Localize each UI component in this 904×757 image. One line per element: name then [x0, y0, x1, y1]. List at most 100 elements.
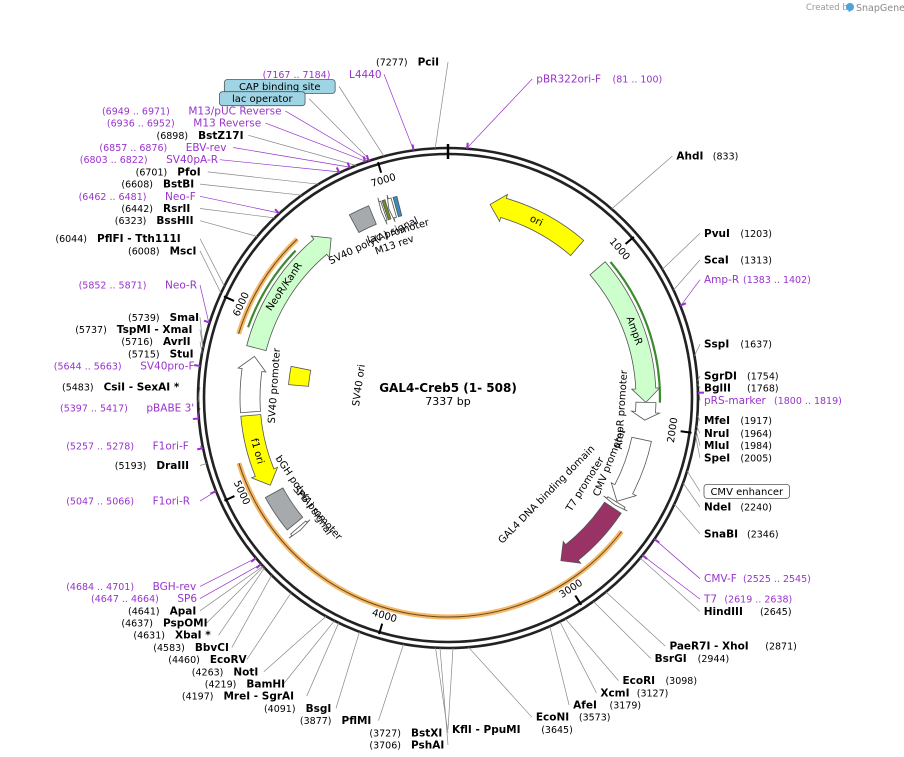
- site-bbvci[interactable]: BbvCI(4583): [153, 642, 229, 654]
- site-rsrii[interactable]: RsrII(6442): [121, 203, 190, 215]
- site-leader: [682, 482, 701, 508]
- site-pvui[interactable]: PvuI(1203): [704, 228, 772, 240]
- site-sp6[interactable]: SP6(4647 .. 4664): [91, 593, 197, 605]
- site-name: T7: [703, 594, 717, 606]
- site-neo-r[interactable]: Neo-R(5852 .. 5871): [79, 280, 197, 292]
- site-bstz17i[interactable]: BstZ17I(6898): [157, 130, 244, 142]
- site-snabi[interactable]: SnaBI(2346): [704, 528, 779, 540]
- site-ndei[interactable]: NdeI(2240): [704, 501, 772, 513]
- site-neo-f[interactable]: Neo-F(6462 .. 6481): [79, 191, 196, 203]
- primer-marker: [210, 490, 217, 495]
- feature-bgh-poly-a-signal[interactable]: [264, 487, 304, 531]
- site-leader: [338, 86, 385, 157]
- feature-gal4-dna-binding-domain[interactable]: [560, 501, 622, 564]
- site-xcmi[interactable]: XcmI(3127): [600, 687, 668, 699]
- feature-t7-promoter[interactable]: [603, 495, 628, 512]
- site-bsrgi[interactable]: BsrGI(2944): [655, 653, 730, 665]
- site-bstxi[interactable]: BstXI(3727): [369, 727, 442, 739]
- site-msci[interactable]: MscI(6008): [128, 245, 196, 257]
- feature-ampr-promoter[interactable]: [630, 401, 662, 421]
- site-csii-sexai[interactable]: CsiI - SexAI *(5483): [62, 382, 180, 394]
- site-bgh-rev[interactable]: BGH-rev(4684 .. 4701): [66, 581, 196, 593]
- site-position: (1964): [740, 429, 772, 440]
- site-sgrdi[interactable]: SgrDI(1754): [704, 371, 779, 383]
- site-lac-operator[interactable]: lac operator: [219, 91, 306, 107]
- site-ebv-rev[interactable]: EBV-rev(6857 .. 6876): [99, 142, 226, 154]
- site-bsgi[interactable]: BsgI(4091): [264, 703, 331, 715]
- site-m13-reverse[interactable]: M13 Reverse(6936 .. 6952): [107, 118, 261, 130]
- site-spei[interactable]: SpeI(2005): [704, 452, 772, 464]
- site-mfei[interactable]: MfeI(1917): [704, 415, 772, 427]
- site-name: PciI: [418, 57, 439, 69]
- site-cap-binding-site[interactable]: CAP binding site: [223, 79, 336, 94]
- feature-cap-binding-site[interactable]: [392, 195, 403, 218]
- site-prs-marker[interactable]: pRS-marker(1800 .. 1819): [704, 395, 842, 407]
- site-bglii[interactable]: BglII(1768): [704, 383, 779, 395]
- site-t7[interactable]: T7(2619 .. 2638): [703, 594, 792, 606]
- feature-f1-ori[interactable]: [240, 414, 279, 486]
- site-pcii[interactable]: PciI (7277): [376, 57, 439, 69]
- site-cmv-enhancer[interactable]: CMV enhancer: [703, 483, 790, 499]
- site-draiii[interactable]: DraIII(5193): [115, 460, 189, 472]
- site-pbr322ori-f[interactable]: pBR322ori-F(81 .. 100): [536, 73, 662, 85]
- feature-lac-operator[interactable]: [381, 199, 392, 221]
- site-apai[interactable]: ApaI(4641): [128, 605, 196, 617]
- site-ecori[interactable]: EcoRI(3098): [622, 675, 697, 687]
- feature-lac-promoter[interactable]: [386, 194, 397, 222]
- feature-sv40-ori[interactable]: [288, 365, 312, 387]
- site-pspomi[interactable]: PspOMI(4637): [121, 618, 207, 630]
- site-afei[interactable]: AfeI(3179): [573, 699, 641, 711]
- site-pbabe-3[interactable]: pBABE 3'(5397 .. 5417): [60, 402, 194, 414]
- site-stui[interactable]: StuI(5715): [128, 348, 194, 360]
- site-econi[interactable]: EcoNI(3573): [536, 712, 611, 724]
- feature-sv40-poly-a-signal[interactable]: [348, 205, 377, 234]
- site-noti[interactable]: NotI(4263): [192, 666, 259, 678]
- site-xbai[interactable]: XbaI *(4631): [133, 630, 211, 642]
- feature-cmv-promoter[interactable]: [610, 436, 652, 502]
- site-sv40pa-r[interactable]: SV40pA-R(6803 .. 6822): [80, 154, 218, 166]
- site-bsshii[interactable]: BssHII(6323): [115, 215, 194, 227]
- site-amp-r[interactable]: Amp-R(1383 .. 1402): [704, 274, 811, 286]
- site-mlui[interactable]: MluI(1984): [704, 440, 772, 452]
- created-by-text: Created by: [806, 3, 853, 13]
- site-pflfi-tth111i[interactable]: PflFI - Tth111I(6044): [55, 233, 180, 245]
- site-ahdi[interactable]: AhdI(833): [676, 151, 738, 163]
- feature-sp6-promoter[interactable]: [288, 519, 311, 539]
- site-mrei-sgrai[interactable]: MreI - SgrAI(4197): [182, 691, 294, 703]
- site-bamhi[interactable]: BamHI(4219): [205, 679, 285, 691]
- feature-ori[interactable]: [489, 193, 585, 257]
- site-leader: [694, 344, 701, 357]
- site-leader: [662, 233, 701, 270]
- site-nrui[interactable]: NruI(1964): [704, 428, 772, 440]
- site-f1ori-f[interactable]: F1ori-F(5257 .. 5278): [66, 440, 189, 452]
- site-pfoi[interactable]: PfoI(6701): [136, 166, 201, 178]
- site-position: (7167 .. 7184): [263, 70, 331, 81]
- site-pflmi[interactable]: PflMI(3877): [300, 715, 371, 727]
- site-hindiii[interactable]: HindIII(2645): [704, 606, 792, 618]
- site-m13-puc-reverse[interactable]: M13/pUC Reverse(6949 .. 6971): [102, 105, 282, 117]
- site-sv40pro-f[interactable]: SV40pro-F(5644 .. 5663): [54, 361, 195, 373]
- site-f1ori-r[interactable]: F1ori-R(5047 .. 5066): [66, 496, 190, 508]
- site-kfli-ppumi[interactable]: KflI - PpuMI(3645): [452, 724, 573, 736]
- site-name: PflMI: [342, 715, 372, 727]
- site-smai[interactable]: SmaI(5739): [128, 312, 199, 324]
- feature-sv40-promoter[interactable]: [237, 355, 267, 414]
- primer-marker: [274, 208, 280, 215]
- site-name: AfeI: [573, 699, 597, 711]
- site-cmv-f[interactable]: CMV-F(2525 .. 2545): [704, 573, 811, 585]
- site-bstbi[interactable]: BstBI(6608): [121, 179, 194, 191]
- site-sspi[interactable]: SspI(1637): [704, 339, 772, 351]
- site-l4440[interactable]: L4440(7167 .. 7184): [263, 69, 382, 81]
- site-tspmi-xmai[interactable]: TspMI - XmaI(5737): [75, 324, 192, 336]
- site-paer7i-xhoi[interactable]: PaeR7I - XhoI(2871): [669, 641, 796, 653]
- site-avrii[interactable]: AvrII(5716): [121, 336, 190, 348]
- site-position: (5644 .. 5663): [54, 362, 122, 373]
- site-scai[interactable]: ScaI(1313): [704, 254, 772, 266]
- feature-m13-rev[interactable]: [377, 197, 388, 225]
- site-position: (7277): [376, 58, 408, 69]
- site-pshai[interactable]: PshAI(3706): [369, 740, 444, 752]
- site-name: BstZ17I: [198, 130, 243, 142]
- feature-neor-kanr[interactable]: [246, 235, 332, 352]
- site-ecorv[interactable]: EcoRV(4460): [168, 654, 247, 666]
